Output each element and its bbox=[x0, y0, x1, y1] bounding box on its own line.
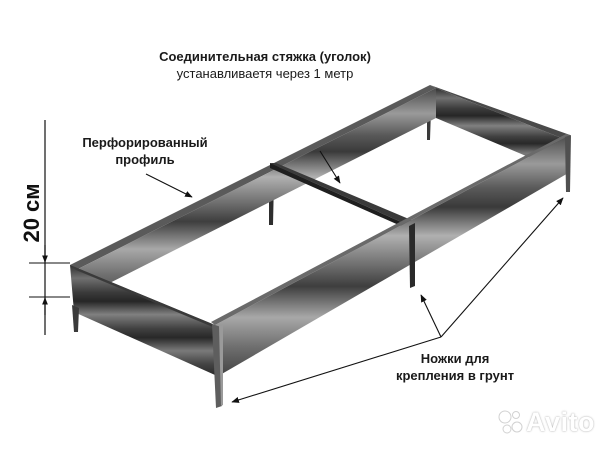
legs-label-line1: Ножки для bbox=[420, 351, 490, 366]
profile-panel-left-long bbox=[70, 85, 436, 300]
profile-label-line1: Перфорированный bbox=[82, 135, 208, 150]
profile-panel-right-long bbox=[211, 134, 570, 375]
pointer-profile bbox=[145, 173, 193, 198]
height-dimension-label: 20 см bbox=[19, 183, 44, 243]
profile-label-line2: профиль bbox=[115, 152, 175, 167]
avito-watermark: Avito bbox=[526, 407, 595, 437]
pointer-legs bbox=[231, 197, 564, 403]
crossbar-subtitle-label: устанавливаетя через 1 метр bbox=[176, 66, 354, 81]
leg-middle-right bbox=[409, 223, 415, 288]
height-dimension bbox=[29, 120, 70, 335]
profile-panel-front-short bbox=[70, 265, 220, 375]
leg-back-right bbox=[565, 135, 571, 192]
leg-front-left bbox=[72, 305, 79, 332]
profile-panel-back-short bbox=[430, 85, 570, 172]
legs-label-line2: крепления в грунт bbox=[395, 368, 515, 383]
crossbar-title-label: Соединительная стяжка (уголок) bbox=[159, 49, 371, 64]
avito-logo-dots-icon bbox=[498, 410, 523, 434]
crossbar-angle bbox=[270, 163, 416, 230]
pointer-crossbar bbox=[319, 150, 341, 184]
leg-front-right bbox=[212, 324, 223, 408]
